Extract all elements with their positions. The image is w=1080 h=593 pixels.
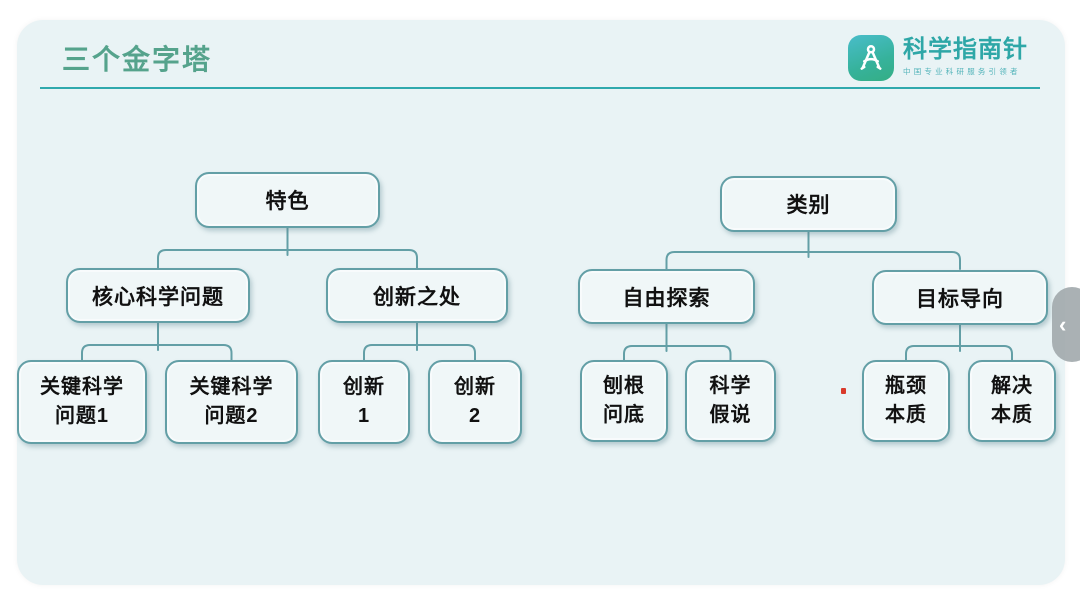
compass-icon [848, 35, 894, 81]
page-title: 三个金字塔 [62, 44, 213, 75]
node-leaf-1-0-0: 刨根 问底 [580, 360, 668, 442]
node-leaf-1-1-1: 解决 本质 [968, 360, 1056, 442]
brand-tagline: 中国专业科研服务引领者 [903, 67, 1021, 77]
node-branch-0-1: 创新之处 [326, 268, 508, 323]
node-leaf-1-0-1: 科学 假说 [685, 360, 776, 442]
title-underline [40, 87, 1040, 89]
node-leaf-0-0-1: 关键科学 问题2 [165, 360, 298, 444]
node-branch-1-0: 自由探索 [578, 269, 755, 324]
brand-logo: 科学指南针 中国专业科研服务引领者 [848, 35, 1028, 81]
node-branch-0-0: 核心科学问题 [66, 268, 250, 323]
brand-name: 科学指南针 [903, 36, 1028, 63]
node-branch-1-1: 目标导向 [872, 270, 1048, 325]
laser-pointer-dot [841, 388, 846, 394]
node-leaf-0-1-0: 创新 1 [318, 360, 410, 444]
node-leaf-0-0-0: 关键科学 问题1 [17, 360, 147, 444]
node-root-features-tree: 特色 [195, 172, 380, 228]
chevron-left-icon: ‹ [1059, 311, 1067, 337]
node-leaf-0-1-1: 创新 2 [428, 360, 522, 444]
side-panel-handle[interactable]: ‹ [1052, 287, 1080, 362]
node-root-category-tree: 类别 [720, 176, 897, 232]
node-leaf-1-1-0: 瓶颈 本质 [862, 360, 950, 442]
